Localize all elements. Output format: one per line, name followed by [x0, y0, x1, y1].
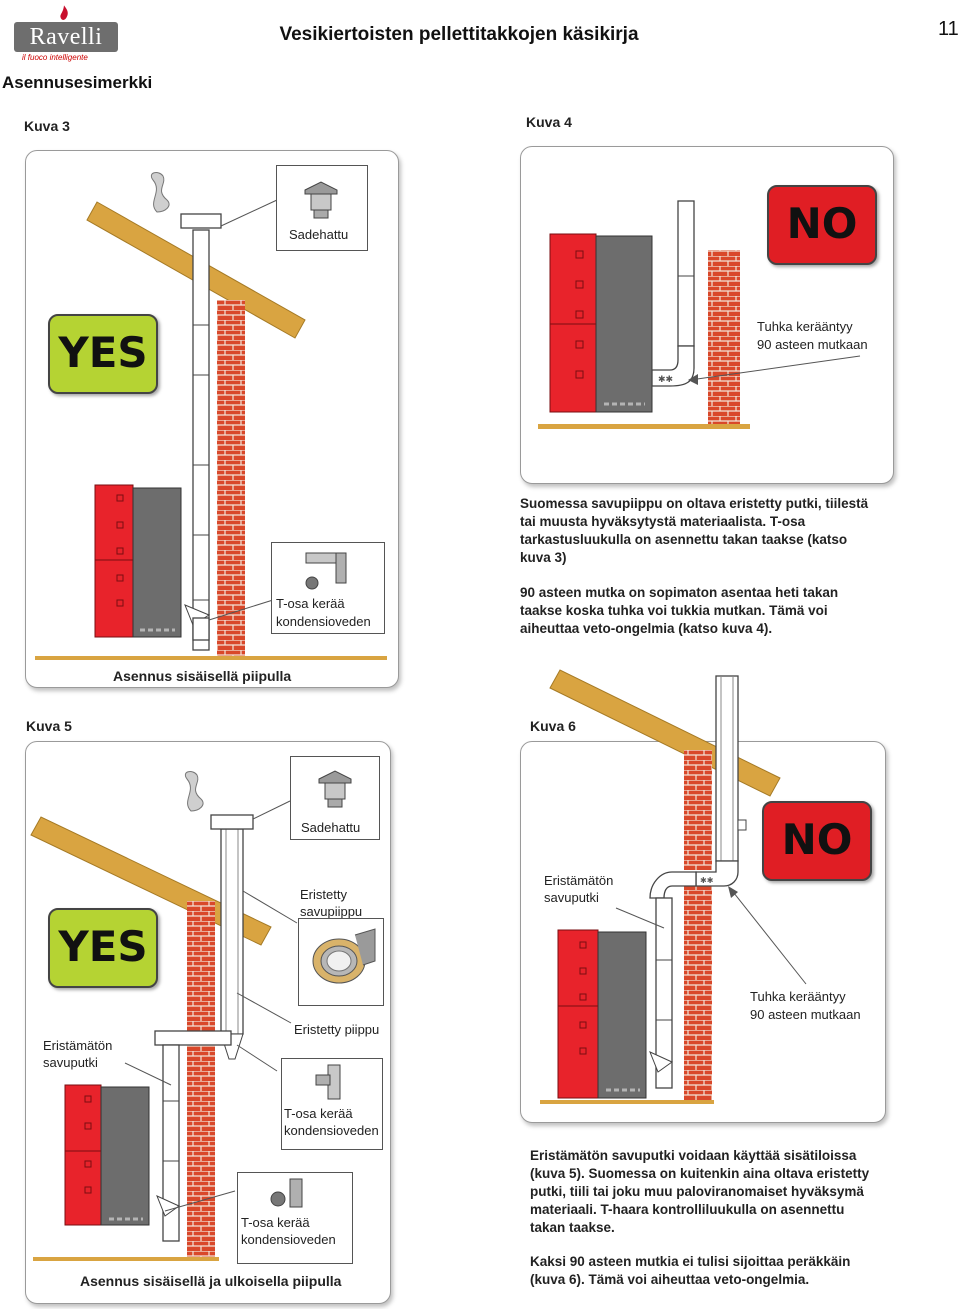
note-uninsulated-line-2: savuputki [544, 890, 599, 905]
paragraph-line: materiaali. T-haara kontrolliluukulla on… [530, 1202, 845, 1217]
callout-label: Sadehattu [301, 820, 361, 835]
paragraph-line: tai muusta hyväksytystä materiaalista. T… [520, 514, 806, 529]
callout-rain-cap-kuva5: Sadehattu [290, 756, 380, 840]
paragraph-line: 90 asteen mutka on sopimaton asentaa het… [520, 585, 839, 600]
rain-cap-icon [318, 770, 352, 808]
t-piece-icon [305, 552, 347, 590]
svg-text:✱✱: ✱✱ [658, 375, 673, 385]
paragraph-line: Kaksi 90 asteen mutkia ei tulisi sijoitt… [530, 1254, 851, 1269]
flame-logo-icon [60, 5, 68, 20]
brand-tagline: il fuoco intelligente [22, 53, 88, 62]
document-title: Vesikiertoisten pellettitakkojen käsikir… [279, 24, 639, 45]
callout-tpiece-kuva3: T-osa kerää kondensioveden [271, 542, 385, 634]
yes-badge-kuva5: YES [48, 908, 158, 988]
figure-label-kuva4: Kuva 4 [526, 114, 572, 130]
figure-label-kuva6: Kuva 6 [530, 718, 576, 734]
paragraph-1: Suomessa savupiippu on oltava eristetty … [520, 495, 868, 567]
paragraph-line: kuva 3) [520, 550, 567, 565]
svg-text:✱✱: ✱✱ [700, 876, 714, 885]
callout-label: Sadehattu [289, 227, 349, 242]
figure-label-kuva5: Kuva 5 [26, 718, 72, 734]
caption-kuva5: Asennus sisäisellä ja ulkoisella piipull… [80, 1273, 342, 1289]
illustration-kuva3 [35, 172, 387, 660]
brand-logo: Ravelli [14, 22, 118, 52]
callout-tpiece-bottom-kuva5: T-osa kerää kondensioveden [237, 1172, 353, 1264]
rain-cap-icon [304, 181, 338, 219]
callout-label-line-2: kondensioveden [284, 1123, 379, 1138]
paragraph-line: (kuva 5). Suomessa on kuitenkin aina olt… [530, 1166, 870, 1181]
callout-insulated-pipe-kuva5 [298, 918, 384, 1006]
insulated-pipe-icon [312, 928, 376, 984]
note-ash-line-1: Tuhka kerääntyy [750, 989, 846, 1004]
no-badge-kuva6: NO [762, 801, 872, 881]
no-badge-kuva4: NO [767, 185, 877, 265]
paragraph-2: 90 asteen mutka on sopimaton asentaa het… [520, 584, 838, 638]
callout-label-line-2: kondensioveden [241, 1232, 336, 1247]
figure-label-kuva3: Kuva 3 [24, 118, 70, 134]
illustration-kuva4: ✱✱ [538, 200, 861, 429]
paragraph-line: Eristämätön savuputki voidaan käyttää si… [530, 1148, 857, 1163]
note-uninsulated-line-2: savuputki [43, 1055, 98, 1070]
section-title: Asennusesimerkki [2, 73, 153, 92]
paragraph-line: taakse koska tuhka voi tukkia mutkan. Tä… [520, 603, 828, 618]
note-ash-line-2: 90 asteen mutkaan [757, 337, 868, 352]
note-uninsulated-line-1: Eristämätön [43, 1038, 113, 1053]
callout-tpiece-right-kuva5: T-osa kerää kondensioveden [281, 1058, 383, 1150]
caption-kuva3: Asennus sisäisellä piipulla [113, 668, 292, 684]
note-ash-line-1: Tuhka kerääntyy [757, 319, 853, 334]
callout-rain-cap-kuva3: Sadehattu [276, 165, 368, 251]
t-piece-icon [270, 1178, 303, 1208]
t-piece-icon [315, 1064, 341, 1100]
paragraph-line: tarkastusluukulla on asennettu takan taa… [520, 532, 848, 547]
note-ash-line-2: 90 asteen mutkaan [750, 1007, 861, 1022]
page-number: 11 [938, 18, 959, 40]
paragraph-3: Eristämätön savuputki voidaan käyttää si… [530, 1147, 869, 1237]
note-insulated-pipe: Eristetty piippu [294, 1022, 380, 1037]
callout-label-line-2: kondensioveden [276, 614, 371, 629]
paragraph-line: Suomessa savupiippu on oltava eristetty … [520, 496, 869, 511]
yes-badge-kuva3: YES [48, 314, 158, 394]
paragraph-line: putki, tiili tai joku muu paloviranomais… [530, 1184, 864, 1199]
paragraph-4: Kaksi 90 asteen mutkia ei tulisi sijoitt… [530, 1253, 850, 1289]
callout-label-line-1: T-osa kerää [241, 1215, 310, 1230]
paragraph-line: aiheuttaa veto-ongelmia (katso kuva 4). [520, 621, 773, 636]
note-insulated-flue-line-2: savupiippu [300, 904, 363, 919]
callout-label-line-1: T-osa kerää [276, 596, 345, 611]
paragraph-line: takan taakse. [530, 1220, 615, 1235]
callout-label-line-1: T-osa kerää [284, 1106, 353, 1121]
note-insulated-flue-line-1: Eristetty [300, 887, 347, 902]
note-uninsulated-line-1: Eristämätön [544, 873, 614, 888]
paragraph-line: (kuva 6). Tämä voi aiheuttaa veto-ongelm… [530, 1272, 810, 1287]
illustration-kuva5 [30, 771, 298, 1261]
illustration-kuva6: ✱✱ [540, 669, 807, 1104]
